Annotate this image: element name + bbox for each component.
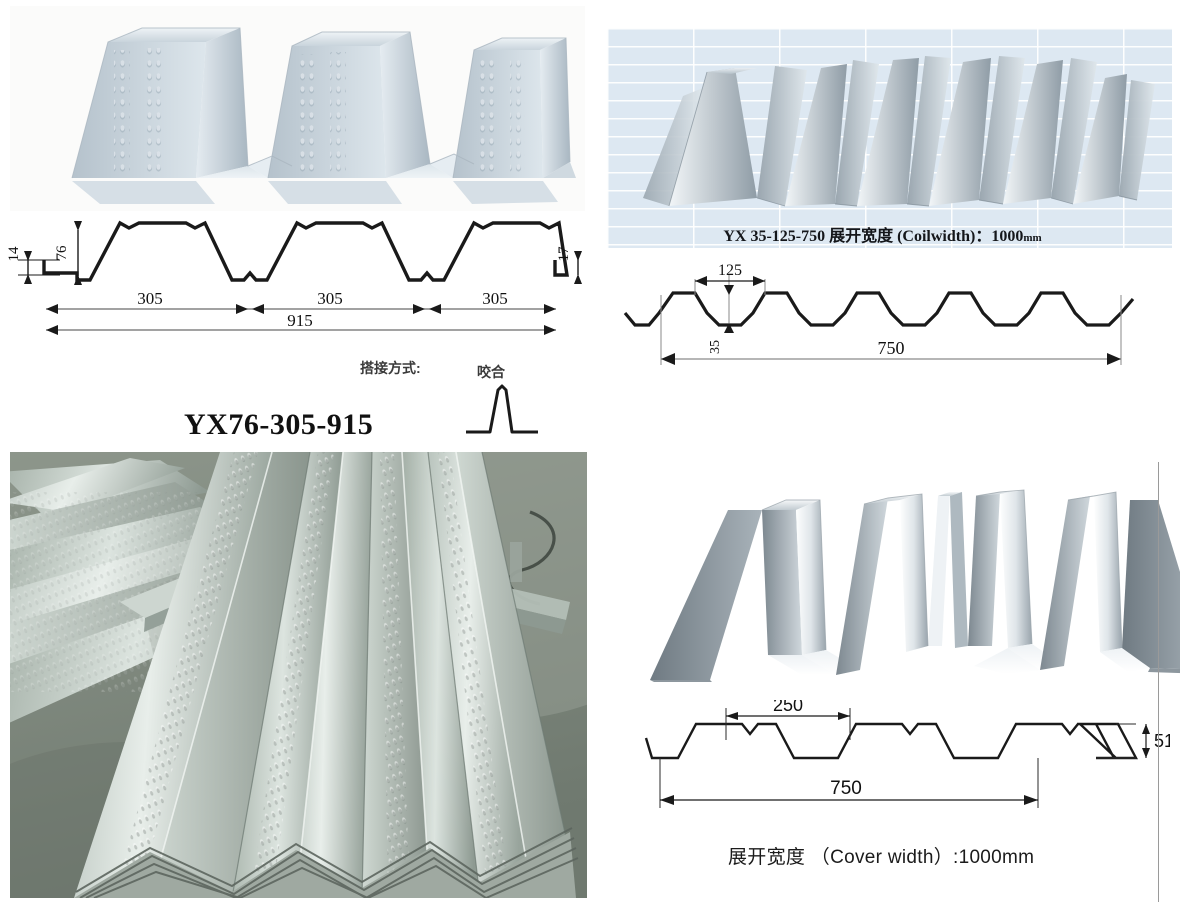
panel-divider-line — [1158, 462, 1159, 902]
drawing-yx76-cross-section: 14 76 17 — [6, 220, 582, 335]
dim-left-edge-height: 14 — [6, 246, 22, 262]
interlock-detail-icon — [466, 384, 538, 434]
dim-pitch-3: 305 — [482, 289, 508, 308]
dim-pitch-1: 305 — [137, 289, 163, 308]
render-trapezoidal-sheet — [650, 470, 1180, 720]
lap-method-label: 搭接方式: — [360, 360, 421, 376]
product-code-yx76: YX76-305-915 — [184, 408, 374, 441]
dim-yx51-pitch: 250 — [773, 700, 803, 715]
caption-yx35-text: YX 35-125-750 展开宽度 (Coilwidth)：1000 — [723, 228, 1024, 245]
dim-yx51-total-width: 750 — [830, 778, 862, 799]
dim-yx35-pitch: 125 — [718, 262, 742, 279]
photo-stacked-decking — [10, 452, 587, 898]
caption-yx51-cover-width: 展开宽度 （Cover width）:1000mm — [728, 847, 1035, 868]
drawing-yx51-cross-section: 250 51 750 — [644, 700, 1170, 808]
dim-rib-height: 76 — [54, 245, 70, 261]
drawing-yx35-cross-section: 125 35 750 — [623, 262, 1135, 365]
caption-yx35-unit: mm — [1023, 232, 1042, 244]
dim-right-edge-height: 17 — [556, 246, 572, 262]
panel-yx51-250-750: 250 51 750 展开宽度 （Cover width）:1000mm — [600, 450, 1180, 902]
photo-yx76-deck-sheet — [10, 6, 585, 211]
panel-decking-stack-photo — [0, 450, 600, 900]
caption-yx35-coilwidth: YX 35-125-750 展开宽度 (Coilwidth)：1000mm — [600, 222, 1165, 246]
photo-yx35-corrugated-sheet — [607, 28, 1172, 248]
dim-total-width: 915 — [287, 311, 313, 330]
dim-pitch-2: 305 — [317, 289, 343, 308]
dim-yx35-rib-height: 35 — [708, 340, 723, 354]
dim-yx51-rib-height: 51 — [1154, 731, 1170, 751]
lap-type-label: 咬合 — [477, 364, 505, 380]
panel-yx76-305-915: 14 76 17 — [0, 0, 600, 450]
dim-yx35-total-width: 750 — [878, 338, 905, 358]
panel-yx35-125-750: YX 35-125-750 展开宽度 (Coilwidth)：1000mm 12… — [600, 0, 1180, 450]
